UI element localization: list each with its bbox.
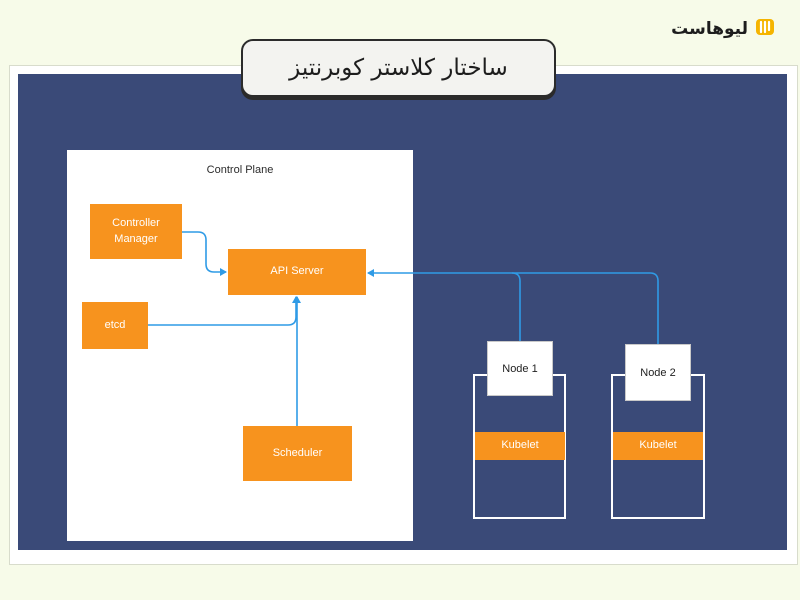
brand-logo[interactable]: لیوهاست: [671, 16, 776, 42]
control-plane-label: Control Plane: [206, 164, 274, 176]
node-2-label: Node 2: [640, 366, 676, 379]
brand-name: لیوهاست: [671, 19, 748, 39]
node-1-kubelet-label: Kubelet: [501, 439, 539, 452]
title-badge: ساختار کلاستر کوبرنتیز: [241, 39, 556, 97]
etcd-box: etcd: [82, 302, 148, 349]
controller-manager-label-line1: Controller: [112, 216, 160, 229]
brand-logo-icon: [754, 16, 776, 42]
scheduler-label: Scheduler: [272, 446, 323, 459]
node-2-kubelet-label: Kubelet: [639, 439, 677, 452]
controller-manager-label-line2: Manager: [114, 232, 158, 245]
api-server-box: API Server: [228, 249, 366, 295]
scheduler-box: Scheduler: [243, 426, 352, 481]
node-1-label: Node 1: [502, 362, 538, 375]
page-title: ساختار کلاستر کوبرنتیز: [289, 55, 508, 81]
controller-manager-box: Controller Manager: [90, 204, 182, 259]
node-1-label-box: Node 1: [487, 341, 553, 396]
api-server-label: API Server: [270, 265, 324, 278]
node-2-kubelet-box: Kubelet: [613, 432, 703, 460]
node-1-kubelet-box: Kubelet: [475, 432, 565, 460]
etcd-label: etcd: [104, 318, 126, 331]
node-2-label-box: Node 2: [625, 344, 691, 401]
